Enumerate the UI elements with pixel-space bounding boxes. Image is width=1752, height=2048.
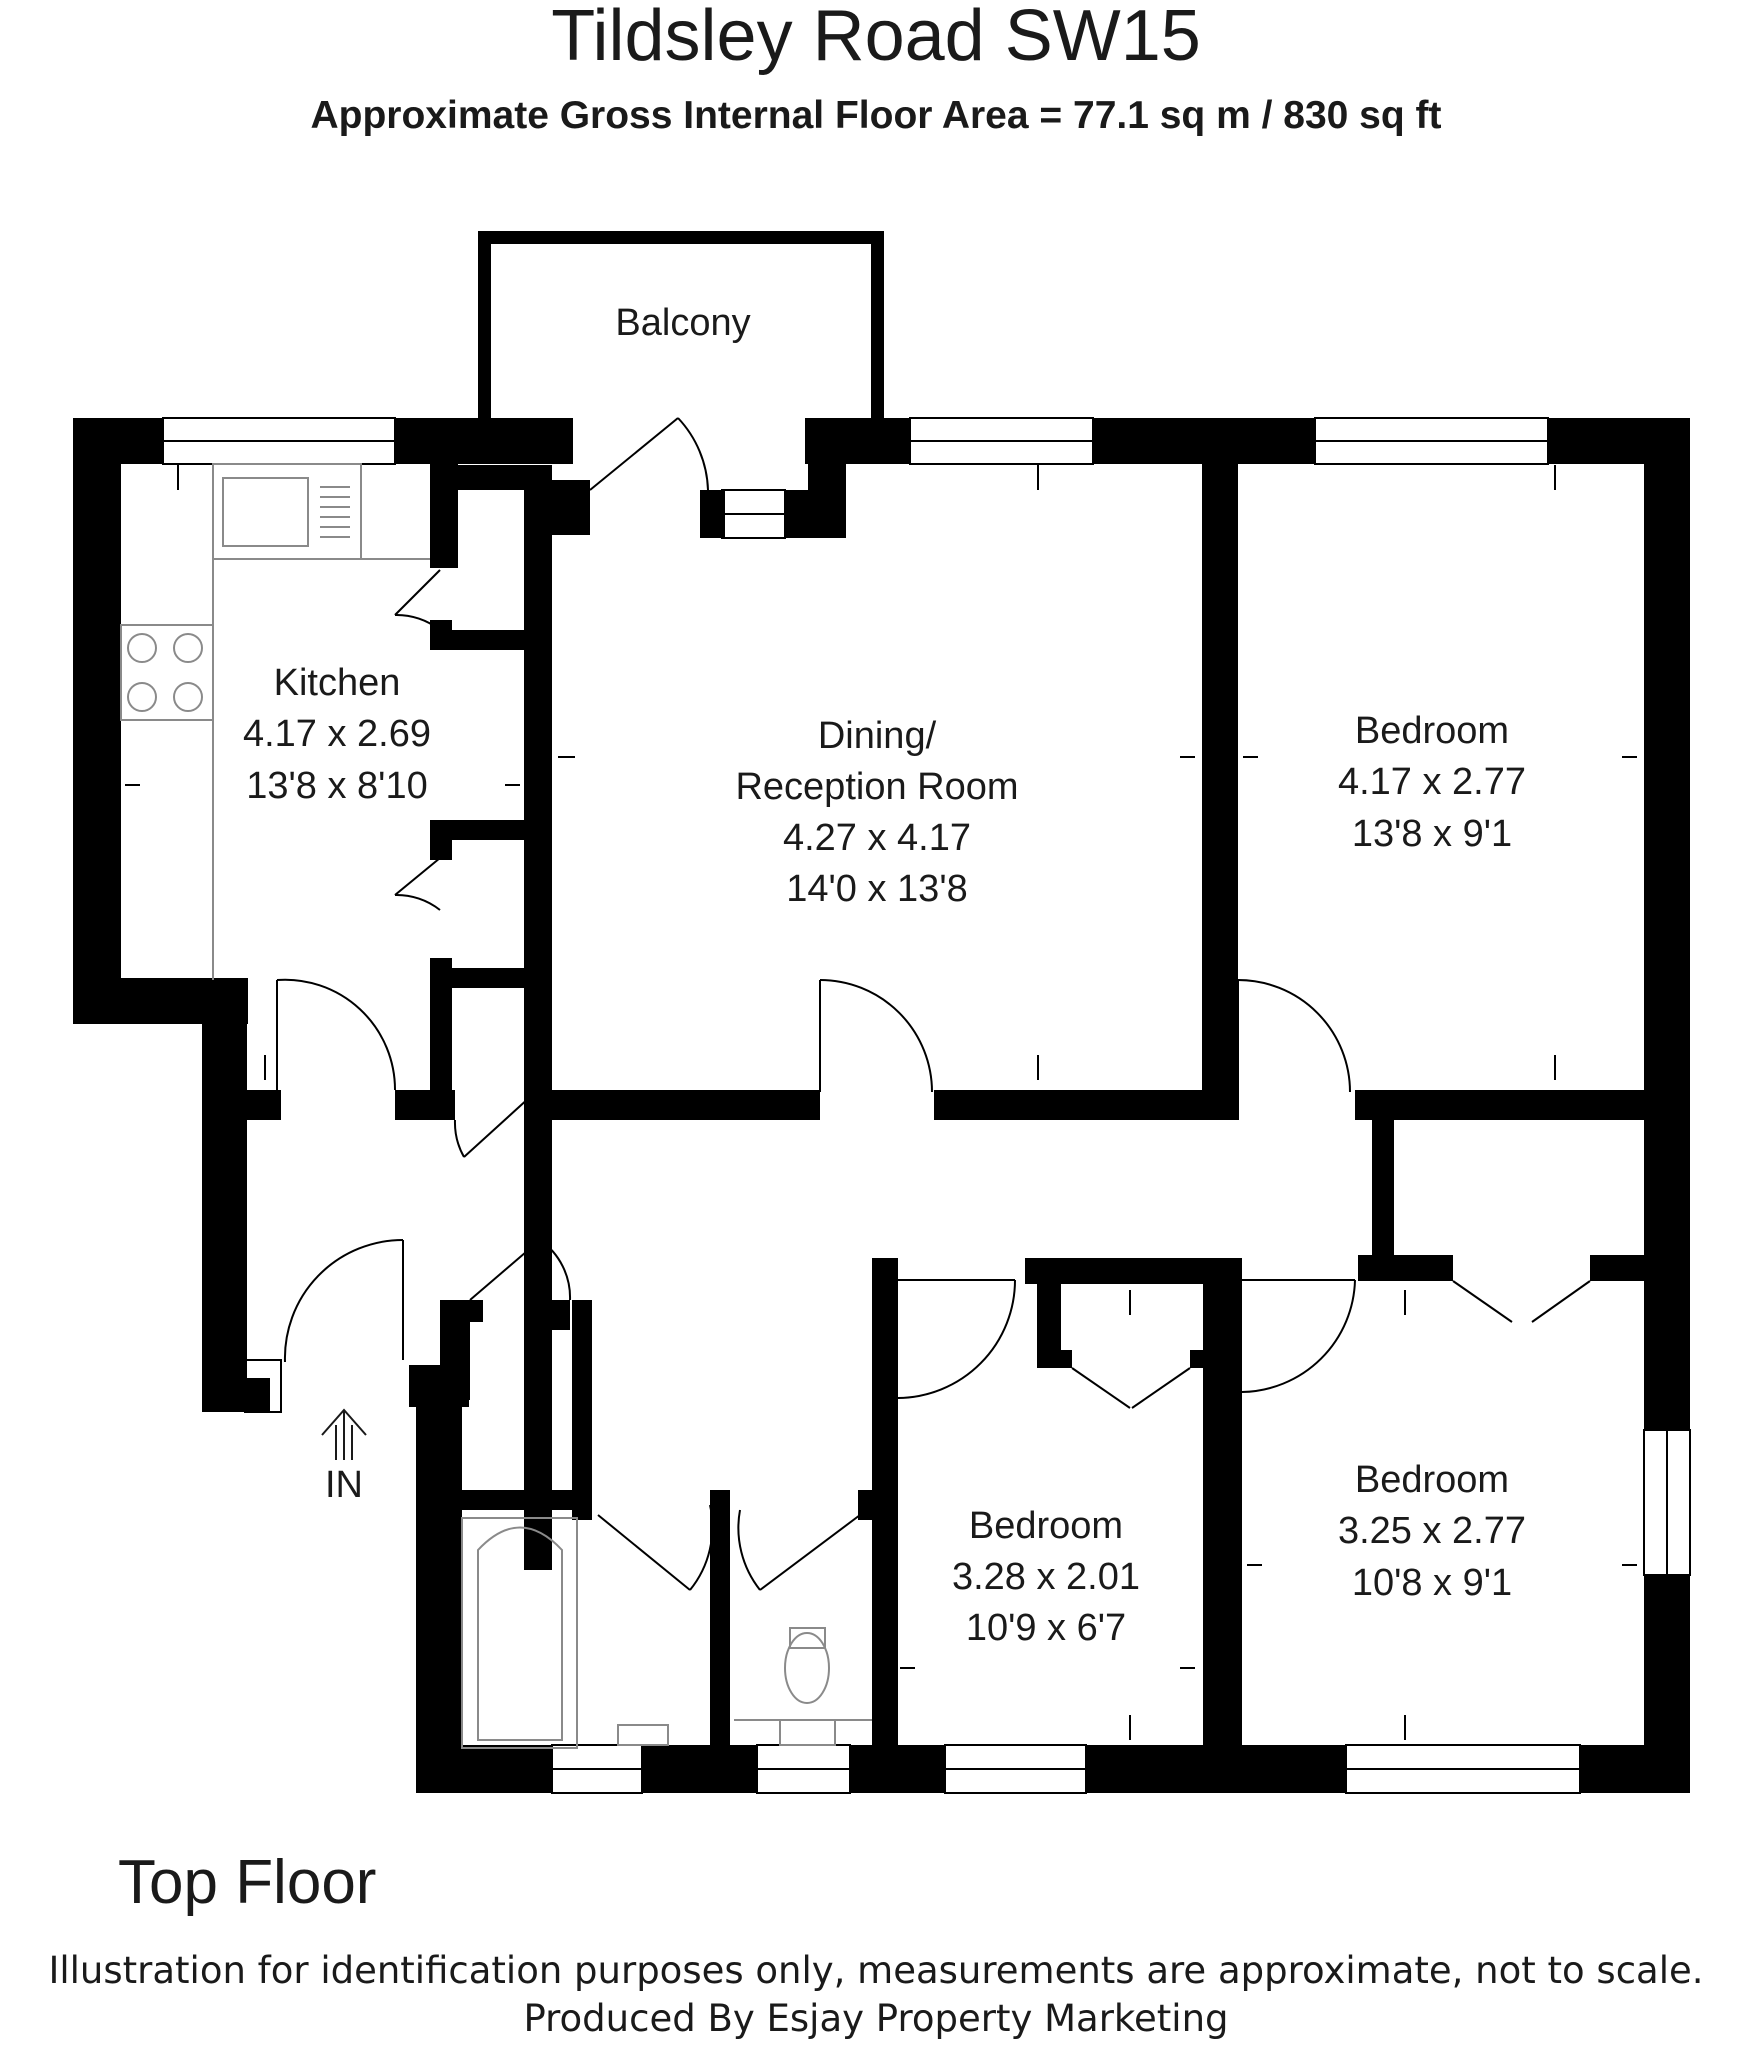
floor-label: Top Floor (118, 1848, 377, 1917)
solid-walls (73, 418, 1690, 1793)
dining-metric: 4.27 x 4.17 (783, 817, 971, 859)
dimension-arrows (125, 465, 1637, 1740)
disclaimer: Illustration for identification purposes… (48, 1949, 1704, 1992)
kitchen-imperial: 13'8 x 8'10 (246, 765, 427, 807)
entrance-arrow-icon (321, 1408, 367, 1460)
floor-area-subtitle: Approximate Gross Internal Floor Area = … (310, 94, 1442, 137)
balcony-label: Balcony (615, 302, 750, 344)
bedroom3-imperial: 10'8 x 9'1 (1352, 1562, 1512, 1604)
bedroom3-metric: 3.25 x 2.77 (1338, 1510, 1526, 1552)
entrance-label: IN (325, 1464, 363, 1506)
kitchen-fixtures (120, 463, 430, 980)
door-swings (276, 417, 1591, 1591)
dining-imperial: 14'0 x 13'8 (786, 868, 967, 910)
bedroom2-metric: 3.28 x 2.01 (952, 1556, 1140, 1598)
bedroom2-name: Bedroom (969, 1505, 1123, 1547)
bedroom3-name: Bedroom (1355, 1459, 1509, 1501)
windows (162, 417, 1691, 1794)
kitchen-name: Kitchen (274, 662, 401, 704)
bedroom2-imperial: 10'9 x 6'7 (966, 1607, 1126, 1649)
kitchen-metric: 4.17 x 2.69 (243, 713, 431, 755)
thin-walls (119, 233, 883, 981)
bathroom-fixtures (461, 1517, 872, 1749)
balcony-walls (478, 231, 884, 421)
plan-title: Tildsley Road SW15 (551, 0, 1201, 76)
bedroom1-imperial: 13'8 x 9'1 (1352, 813, 1512, 855)
dining-name-line2: Reception Room (735, 766, 1018, 808)
bedroom1-name: Bedroom (1355, 710, 1509, 752)
credit: Produced By Esjay Property Marketing (523, 1997, 1229, 2040)
dining-name-line1: Dining/ (818, 715, 937, 757)
bedroom1-metric: 4.17 x 2.77 (1338, 761, 1526, 803)
